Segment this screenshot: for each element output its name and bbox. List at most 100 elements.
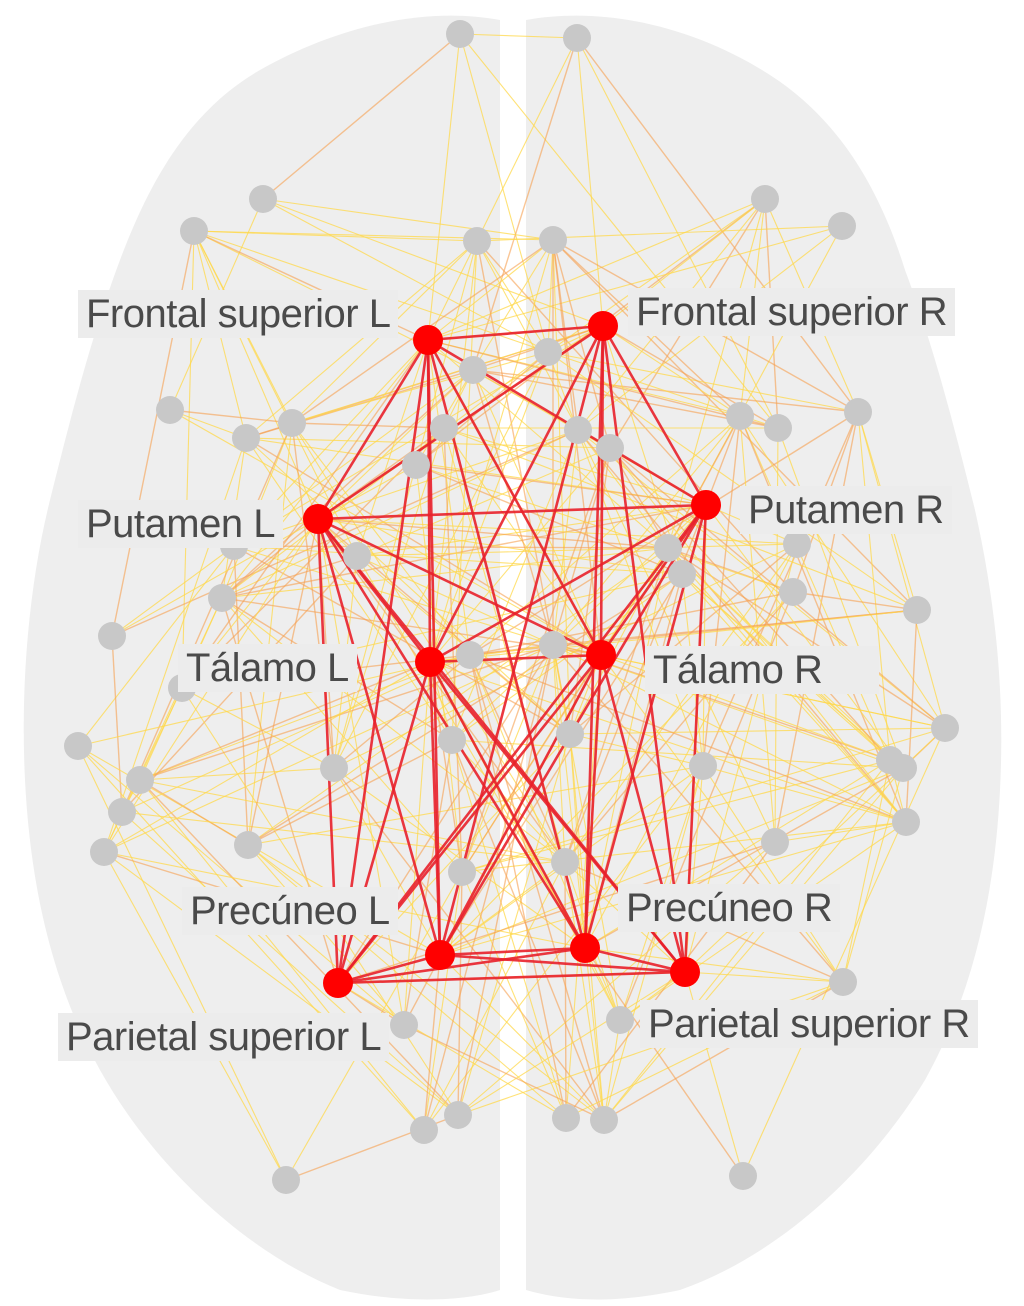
regular-node xyxy=(931,714,959,742)
hub-edge-pul-pur xyxy=(317,503,707,521)
weak-edge xyxy=(469,654,567,1119)
hub-edge-prr-psl xyxy=(337,946,586,985)
weak-edge xyxy=(427,37,578,341)
weak-edge xyxy=(245,240,478,439)
weak-edge xyxy=(681,573,907,823)
hub-node-pur xyxy=(691,490,721,520)
weak-edge xyxy=(584,947,844,983)
regular-node xyxy=(556,720,584,748)
weak-edge xyxy=(139,779,566,863)
weak-edge xyxy=(262,33,461,200)
weak-edge xyxy=(602,325,683,575)
weak-edge xyxy=(584,543,798,949)
weak-edge xyxy=(684,765,704,973)
weak-edge xyxy=(427,239,554,341)
weak-edge xyxy=(333,767,605,1121)
regular-node xyxy=(463,227,491,255)
regular-node xyxy=(552,1104,580,1132)
weak-edge xyxy=(233,545,683,575)
weak-edge xyxy=(547,351,918,611)
regular-node xyxy=(751,185,779,213)
weak-edge xyxy=(476,240,579,431)
weak-edge xyxy=(461,644,554,873)
hub-edge-pur-tal xyxy=(429,503,707,664)
hub-edge-prl-psr xyxy=(439,953,686,974)
weak-edge xyxy=(905,609,918,823)
weak-edge xyxy=(77,654,471,747)
weak-edge xyxy=(221,547,669,599)
weak-edge xyxy=(742,727,946,1177)
regular-node xyxy=(402,451,430,479)
weak-edge xyxy=(221,369,474,599)
weak-edge xyxy=(469,415,741,656)
regular-node xyxy=(539,631,567,659)
regular-node xyxy=(208,584,236,612)
hub-edge-prr-psr xyxy=(584,946,686,974)
weak-edge xyxy=(415,464,683,575)
weak-edge xyxy=(221,518,319,599)
label-parietal-superior-r: Parietal superior R xyxy=(640,1000,978,1048)
weak-edge xyxy=(221,429,579,599)
weak-edge xyxy=(333,351,549,769)
regular-node xyxy=(232,424,260,452)
weak-edge xyxy=(403,739,453,1026)
weak-edge xyxy=(457,733,571,1116)
weak-edge xyxy=(356,339,429,557)
weak-edge xyxy=(429,644,554,663)
weak-edge xyxy=(451,429,579,741)
label-talamo-l: Tálamo L xyxy=(178,644,357,692)
hub-edge-tar-prl xyxy=(438,654,603,956)
weak-edge xyxy=(403,1024,605,1121)
weak-edge xyxy=(857,411,946,729)
hub-edge-fsl-prr xyxy=(426,339,587,949)
hub-node-pul xyxy=(303,504,333,534)
hub-edge-prl-psl xyxy=(337,953,441,985)
regular-node xyxy=(829,968,857,996)
weak-edge xyxy=(221,339,429,599)
regular-node xyxy=(272,1166,300,1194)
weak-edge xyxy=(472,369,602,656)
label-talamo-r: Tálamo R xyxy=(645,646,879,694)
hub-node-prr xyxy=(570,933,600,963)
regular-node xyxy=(126,766,154,794)
regular-node xyxy=(390,1011,418,1039)
weak-edge xyxy=(427,33,461,341)
hub-edge-pur-psl xyxy=(336,504,708,984)
regular-node xyxy=(606,1006,634,1034)
weak-edge xyxy=(564,543,798,863)
regular-node xyxy=(98,622,126,650)
weak-edge xyxy=(476,225,843,242)
weak-edge xyxy=(121,811,459,1116)
weak-edge xyxy=(461,727,946,873)
weak-edge xyxy=(221,597,566,863)
weak-edge xyxy=(356,555,554,646)
regular-node xyxy=(90,838,118,866)
weak-edge xyxy=(103,851,459,1116)
regular-node xyxy=(764,414,792,442)
regular-node xyxy=(761,828,789,856)
weak-edge xyxy=(111,518,319,637)
regular-node xyxy=(444,1101,472,1129)
hub-edge-fsl-pul xyxy=(316,339,430,520)
weak-edge xyxy=(564,861,605,1121)
weak-edge xyxy=(842,767,904,983)
label-frontal-superior-r: Frontal superior R xyxy=(628,288,956,336)
weak-edge xyxy=(705,415,741,506)
regular-node xyxy=(729,1162,757,1190)
regular-node xyxy=(456,641,484,669)
regular-node xyxy=(278,409,306,437)
weak-edge xyxy=(291,422,471,656)
hub-node-tal xyxy=(415,647,445,677)
weak-edge xyxy=(459,33,578,39)
hub-edge-fsl-psl xyxy=(336,339,430,984)
weak-edge xyxy=(291,351,549,424)
weak-edge xyxy=(193,230,554,241)
weak-edge xyxy=(569,727,946,735)
weak-edge xyxy=(317,518,798,545)
hub-node-fsr xyxy=(588,311,618,341)
regular-node xyxy=(430,414,458,442)
regular-node xyxy=(654,534,682,562)
weak-edges xyxy=(77,33,946,1181)
